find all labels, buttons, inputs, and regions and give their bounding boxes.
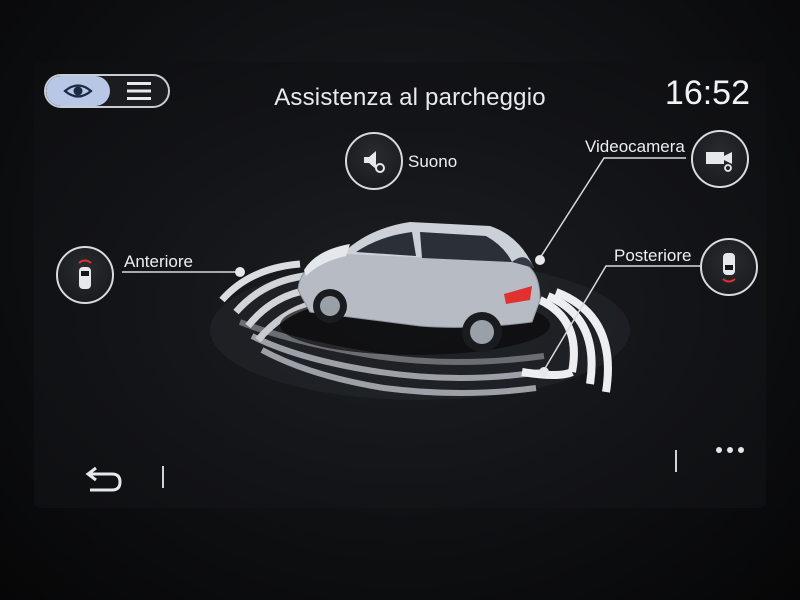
sound-button[interactable] [345, 132, 403, 190]
list-icon [127, 82, 151, 100]
front-label: Anteriore [124, 252, 193, 271]
footer-divider-right [675, 450, 677, 472]
page-title: Assistenza al parcheggio [274, 84, 546, 111]
car-rear-sensor-icon [722, 253, 736, 283]
camera-label: Videocamera [585, 137, 685, 156]
more-dot [738, 447, 744, 453]
view-toggle[interactable] [44, 74, 170, 108]
camera-callout-dot [535, 255, 545, 265]
toggle-eye-option[interactable] [46, 76, 110, 106]
front-sensor-button[interactable] [56, 246, 114, 304]
back-button[interactable] [84, 462, 124, 501]
speaker-settings-icon [364, 151, 385, 173]
more-button[interactable] [716, 447, 744, 453]
camera-settings-icon [706, 152, 732, 172]
eye-icon [63, 84, 93, 98]
car-front-sensor-icon [78, 259, 92, 289]
rear-callout-dot [539, 367, 549, 377]
camera-button[interactable] [691, 130, 749, 188]
rear-sensor-button[interactable] [700, 238, 758, 296]
side-sensor-zone [238, 319, 545, 396]
more-dot [727, 447, 733, 453]
toggle-list-option[interactable] [110, 76, 168, 106]
footer-divider-left [162, 466, 164, 488]
more-dot [716, 447, 722, 453]
rear-label: Posteriore [614, 246, 692, 265]
front-callout-dot [235, 267, 245, 277]
car-illustration [280, 222, 550, 355]
sound-label: Suono [408, 152, 458, 171]
callout-lines [122, 157, 700, 371]
clock: 16:52 [664, 74, 750, 112]
back-arrow-icon [85, 466, 122, 492]
